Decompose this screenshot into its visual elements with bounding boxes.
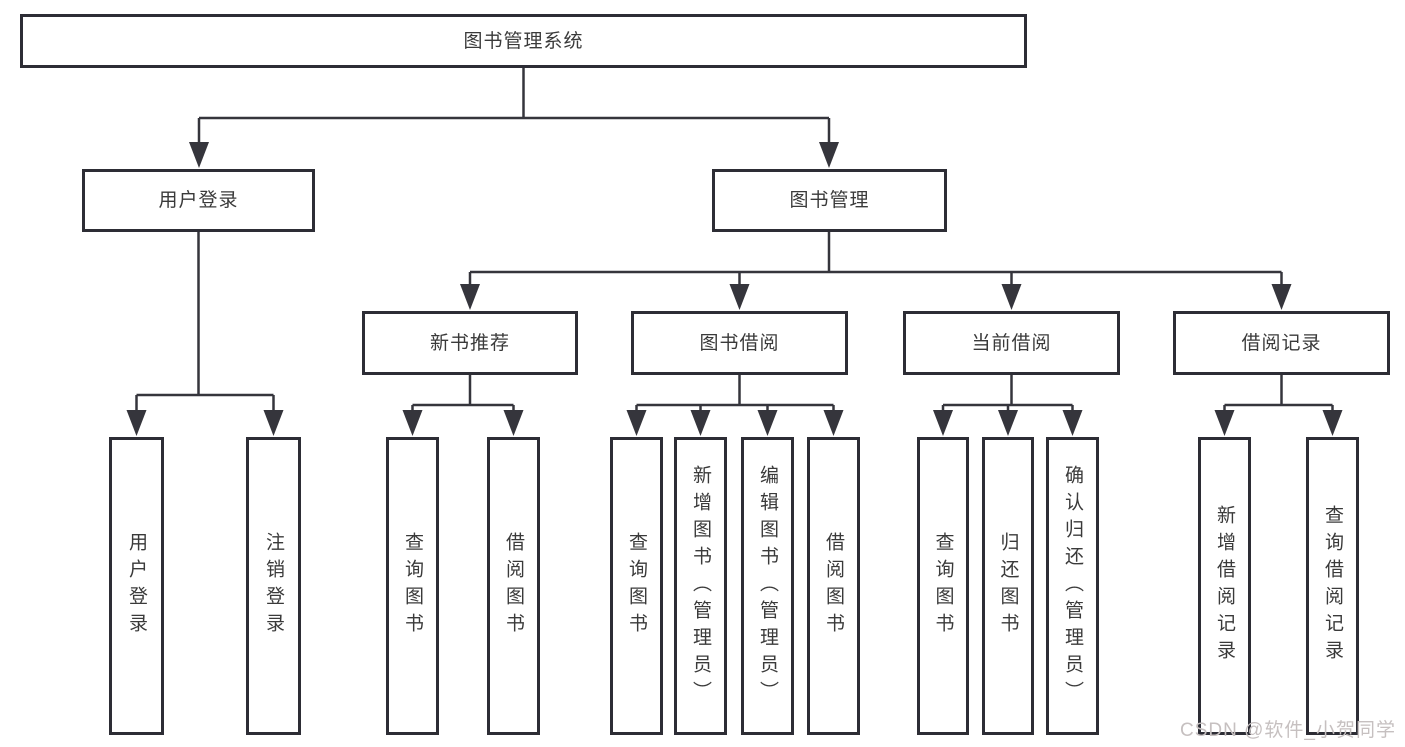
node-leaf-confirm-return-admin: 确认归还（管理员） <box>1046 437 1099 735</box>
node-new-book-recommend: 新书推荐 <box>362 311 578 375</box>
node-leaf-add-borrow-record: 新增借阅记录 <box>1198 437 1251 735</box>
node-label: 新书推荐 <box>429 332 510 354</box>
node-current-borrow: 当前借阅 <box>903 311 1120 375</box>
node-leaf-query-book-1: 查询图书 <box>386 437 439 735</box>
node-leaf-borrow-book-1: 借阅图书 <box>487 437 540 735</box>
node-leaf-user-login: 用户登录 <box>109 437 164 735</box>
node-label: 图书借阅 <box>699 332 780 354</box>
node-leaf-query-book-3: 查询图书 <box>917 437 969 735</box>
node-label: 确认归还（管理员） <box>1062 464 1083 708</box>
node-book-management: 图书管理 <box>712 169 947 232</box>
node-label: 借阅图书 <box>503 532 524 640</box>
node-label: 查询图书 <box>626 532 647 640</box>
node-label: 归还图书 <box>997 532 1019 640</box>
node-leaf-return-book: 归还图书 <box>982 437 1034 735</box>
node-label: 借阅图书 <box>823 532 844 640</box>
node-label: 用户登录 <box>158 190 239 211</box>
node-library-system: 图书管理系统 <box>20 14 1027 68</box>
node-leaf-logout: 注销登录 <box>246 437 301 735</box>
node-borrow-records: 借阅记录 <box>1173 311 1390 375</box>
node-label: 图书管理系统 <box>463 30 584 52</box>
watermark: CSDN @软件_小贺同学 <box>1180 720 1396 741</box>
node-label: 注销登录 <box>263 532 284 640</box>
node-leaf-add-book-admin: 新增图书（管理员） <box>674 437 727 735</box>
node-label: 查询图书 <box>402 532 423 640</box>
node-label: 新增图书（管理员） <box>690 464 711 708</box>
node-user-login: 用户登录 <box>82 169 315 232</box>
node-label: 当前借阅 <box>971 332 1052 354</box>
node-label: 用户登录 <box>126 532 147 640</box>
node-leaf-query-borrow-record: 查询借阅记录 <box>1306 437 1359 735</box>
node-book-borrow: 图书借阅 <box>631 311 848 375</box>
node-label: 查询图书 <box>932 532 954 640</box>
node-label: 新增借阅记录 <box>1214 505 1235 667</box>
node-leaf-edit-book-admin: 编辑图书（管理员） <box>741 437 794 735</box>
node-label: 编辑图书（管理员） <box>757 464 778 708</box>
node-leaf-borrow-book-2: 借阅图书 <box>807 437 860 735</box>
node-label: 图书管理 <box>789 190 870 211</box>
node-label: 借阅记录 <box>1241 332 1322 354</box>
node-label: 查询借阅记录 <box>1322 505 1343 667</box>
node-leaf-query-book-2: 查询图书 <box>610 437 663 735</box>
